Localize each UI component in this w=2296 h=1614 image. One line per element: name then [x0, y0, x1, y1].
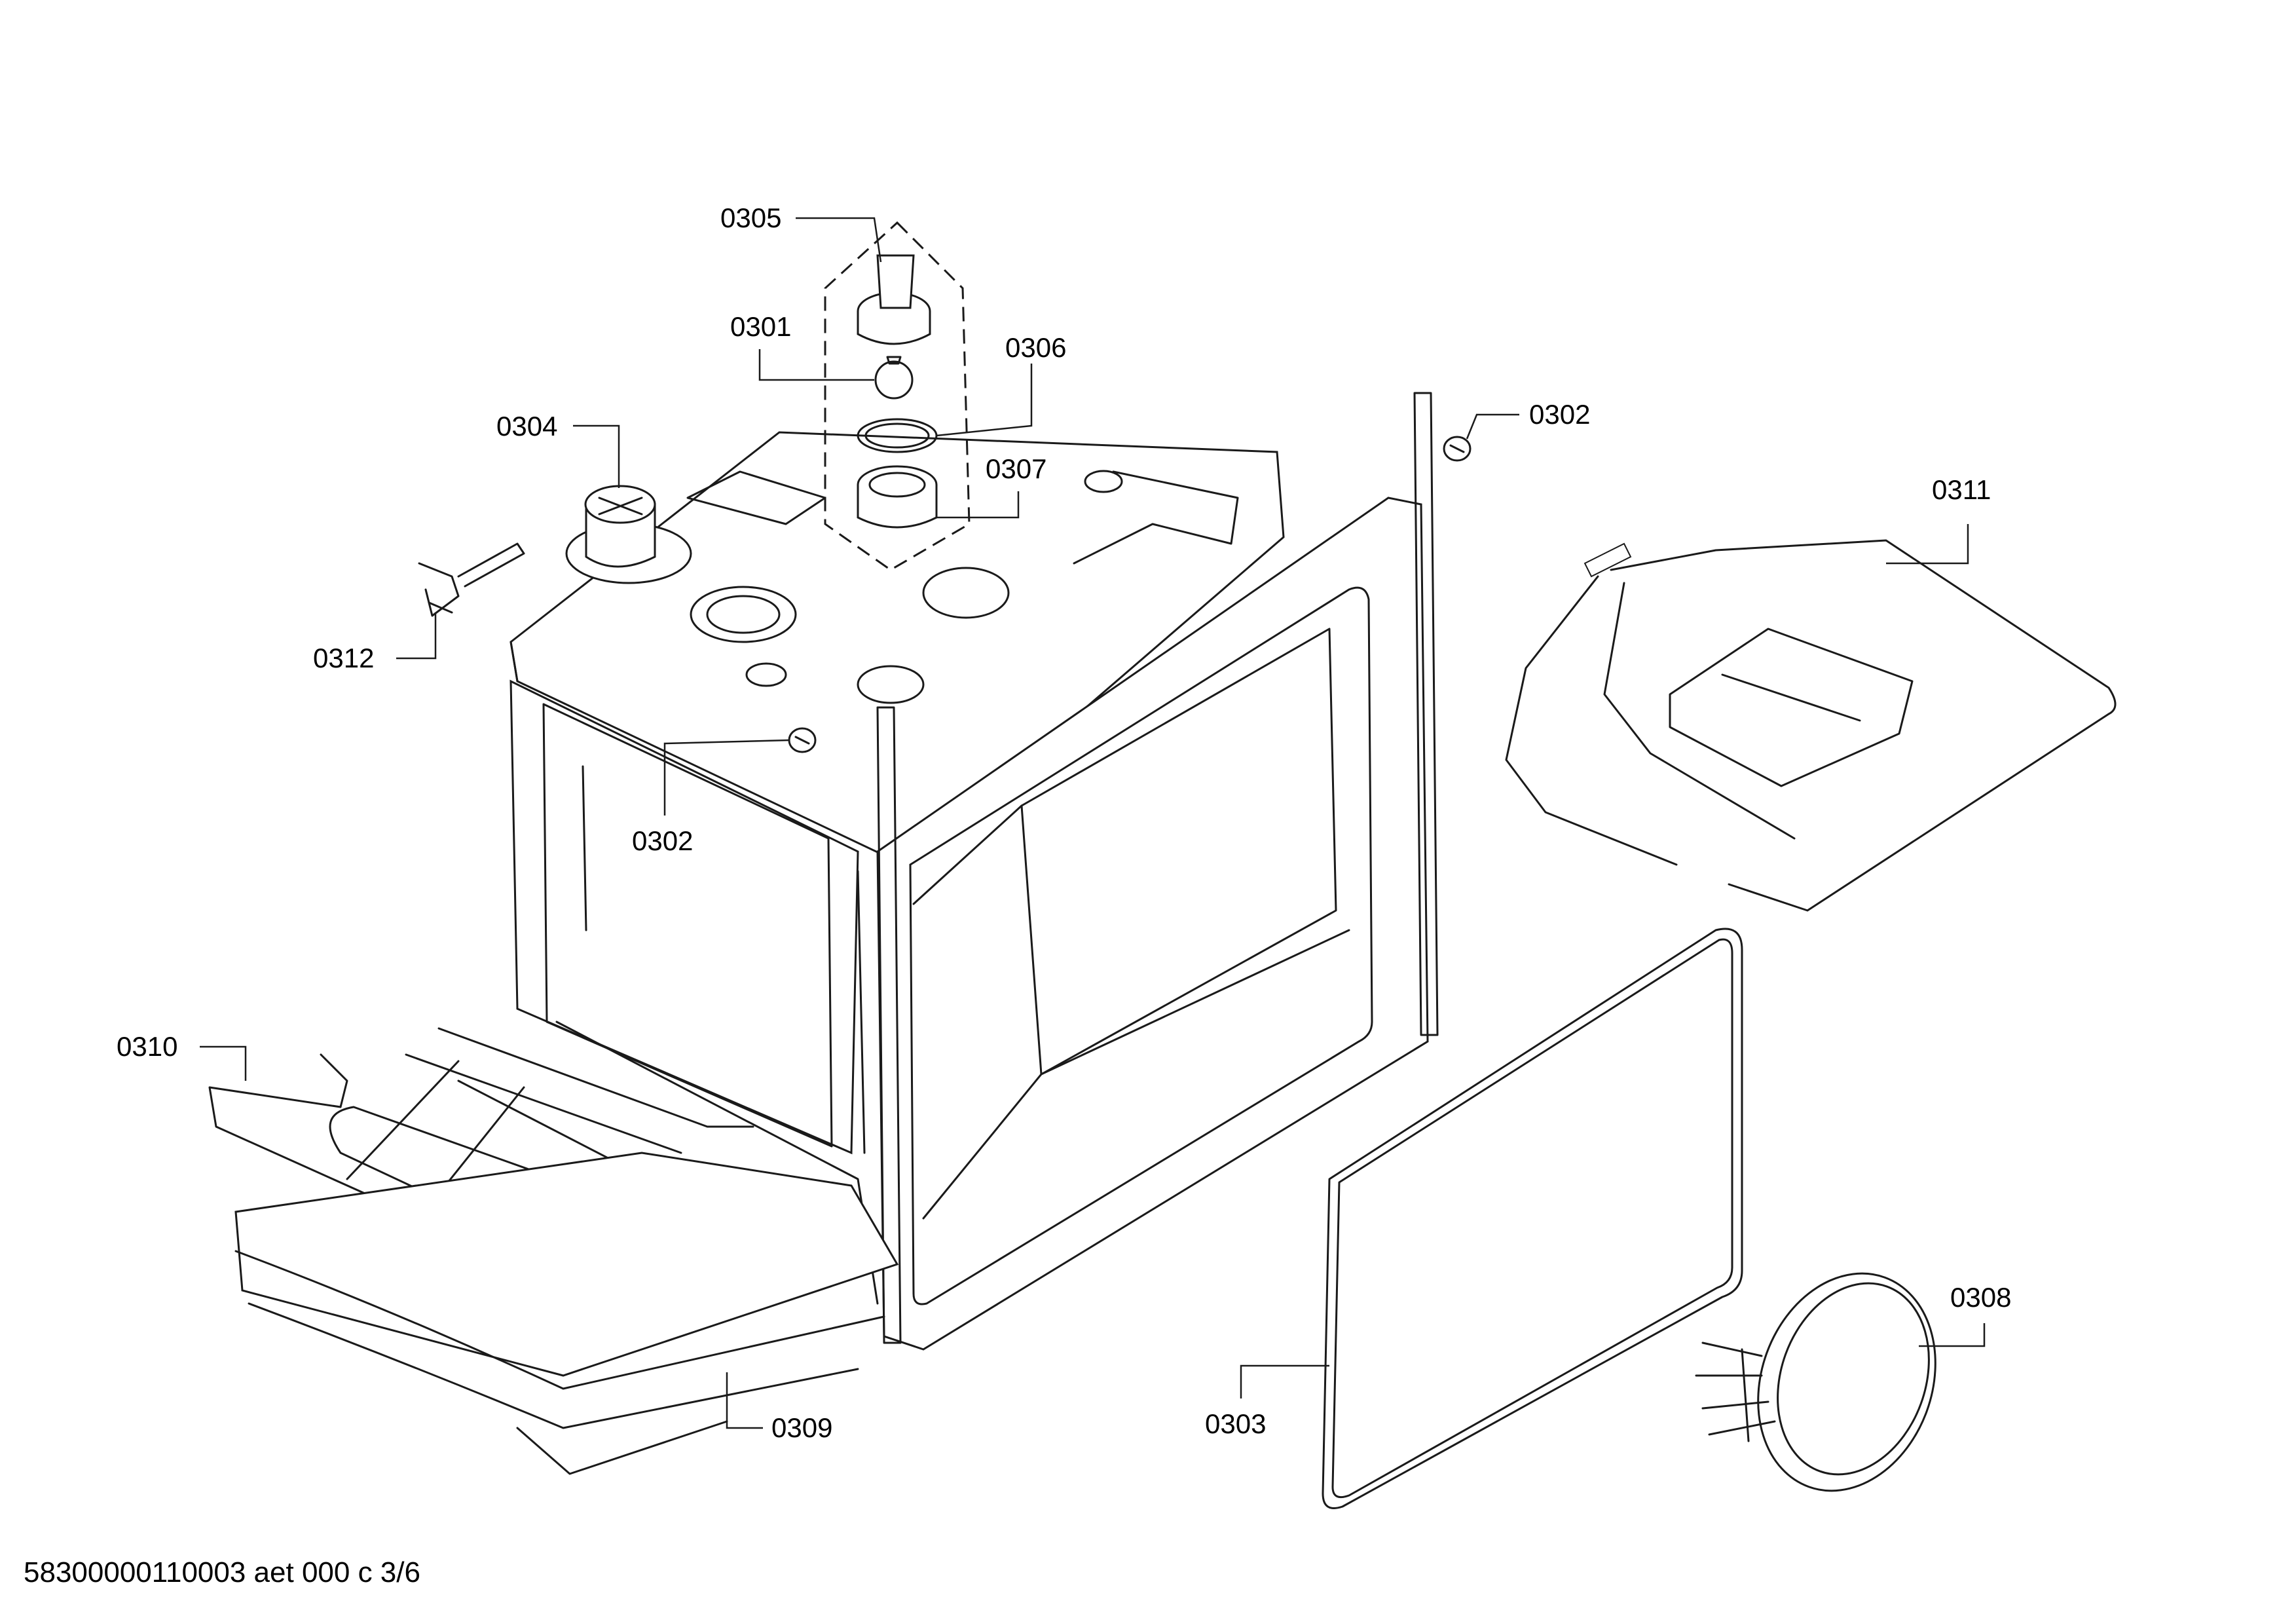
leader-0306	[936, 364, 1033, 437]
callout-0311: 0311	[1932, 474, 1991, 505]
leader-0301	[758, 349, 874, 381]
callout-0310: 0310	[117, 1031, 177, 1062]
callout-0301: 0301	[730, 311, 791, 342]
callout-0302-side: 0302	[632, 825, 693, 856]
callout-0312: 0312	[313, 643, 374, 673]
callout-labels: 0305 0301 0306 0304 0302 0307 0311 0312 …	[117, 202, 2011, 1443]
document-id-footer: 58300000110003 aet 000 c 3/6	[24, 1556, 420, 1588]
leader-0302a	[1466, 413, 1519, 440]
callout-0303: 0303	[1205, 1408, 1266, 1439]
oven-cavity	[509, 392, 1439, 1351]
callout-0309: 0309	[771, 1412, 832, 1443]
part-0309-insulation	[234, 1152, 899, 1475]
part-0312-clip	[418, 542, 525, 617]
callout-0308: 0308	[1950, 1282, 2011, 1313]
callout-0306: 0306	[1005, 332, 1066, 363]
callout-0304: 0304	[496, 411, 557, 441]
leader-0307	[936, 491, 1020, 519]
part-0308-ring-element	[1695, 1272, 1936, 1492]
part-0303-door-seal	[1322, 928, 1743, 1509]
leader-0311	[1886, 524, 1969, 565]
leader-0305	[796, 217, 882, 263]
leader-0310	[200, 1045, 247, 1081]
leader-0308	[1919, 1323, 1986, 1347]
part-0311-grill-element	[1505, 539, 2117, 912]
callout-0302-top: 0302	[1529, 399, 1590, 430]
callout-0305: 0305	[720, 202, 781, 233]
callout-0307: 0307	[986, 453, 1046, 484]
leader-0302b	[663, 739, 790, 816]
leader-0303	[1240, 1364, 1329, 1398]
part-0304-fan-unit	[565, 485, 692, 584]
leader-0304	[573, 424, 620, 488]
leader-lines	[200, 217, 1986, 1429]
leader-0309	[726, 1372, 763, 1429]
leader-0312	[396, 612, 437, 660]
lamp-assembly	[824, 221, 971, 571]
